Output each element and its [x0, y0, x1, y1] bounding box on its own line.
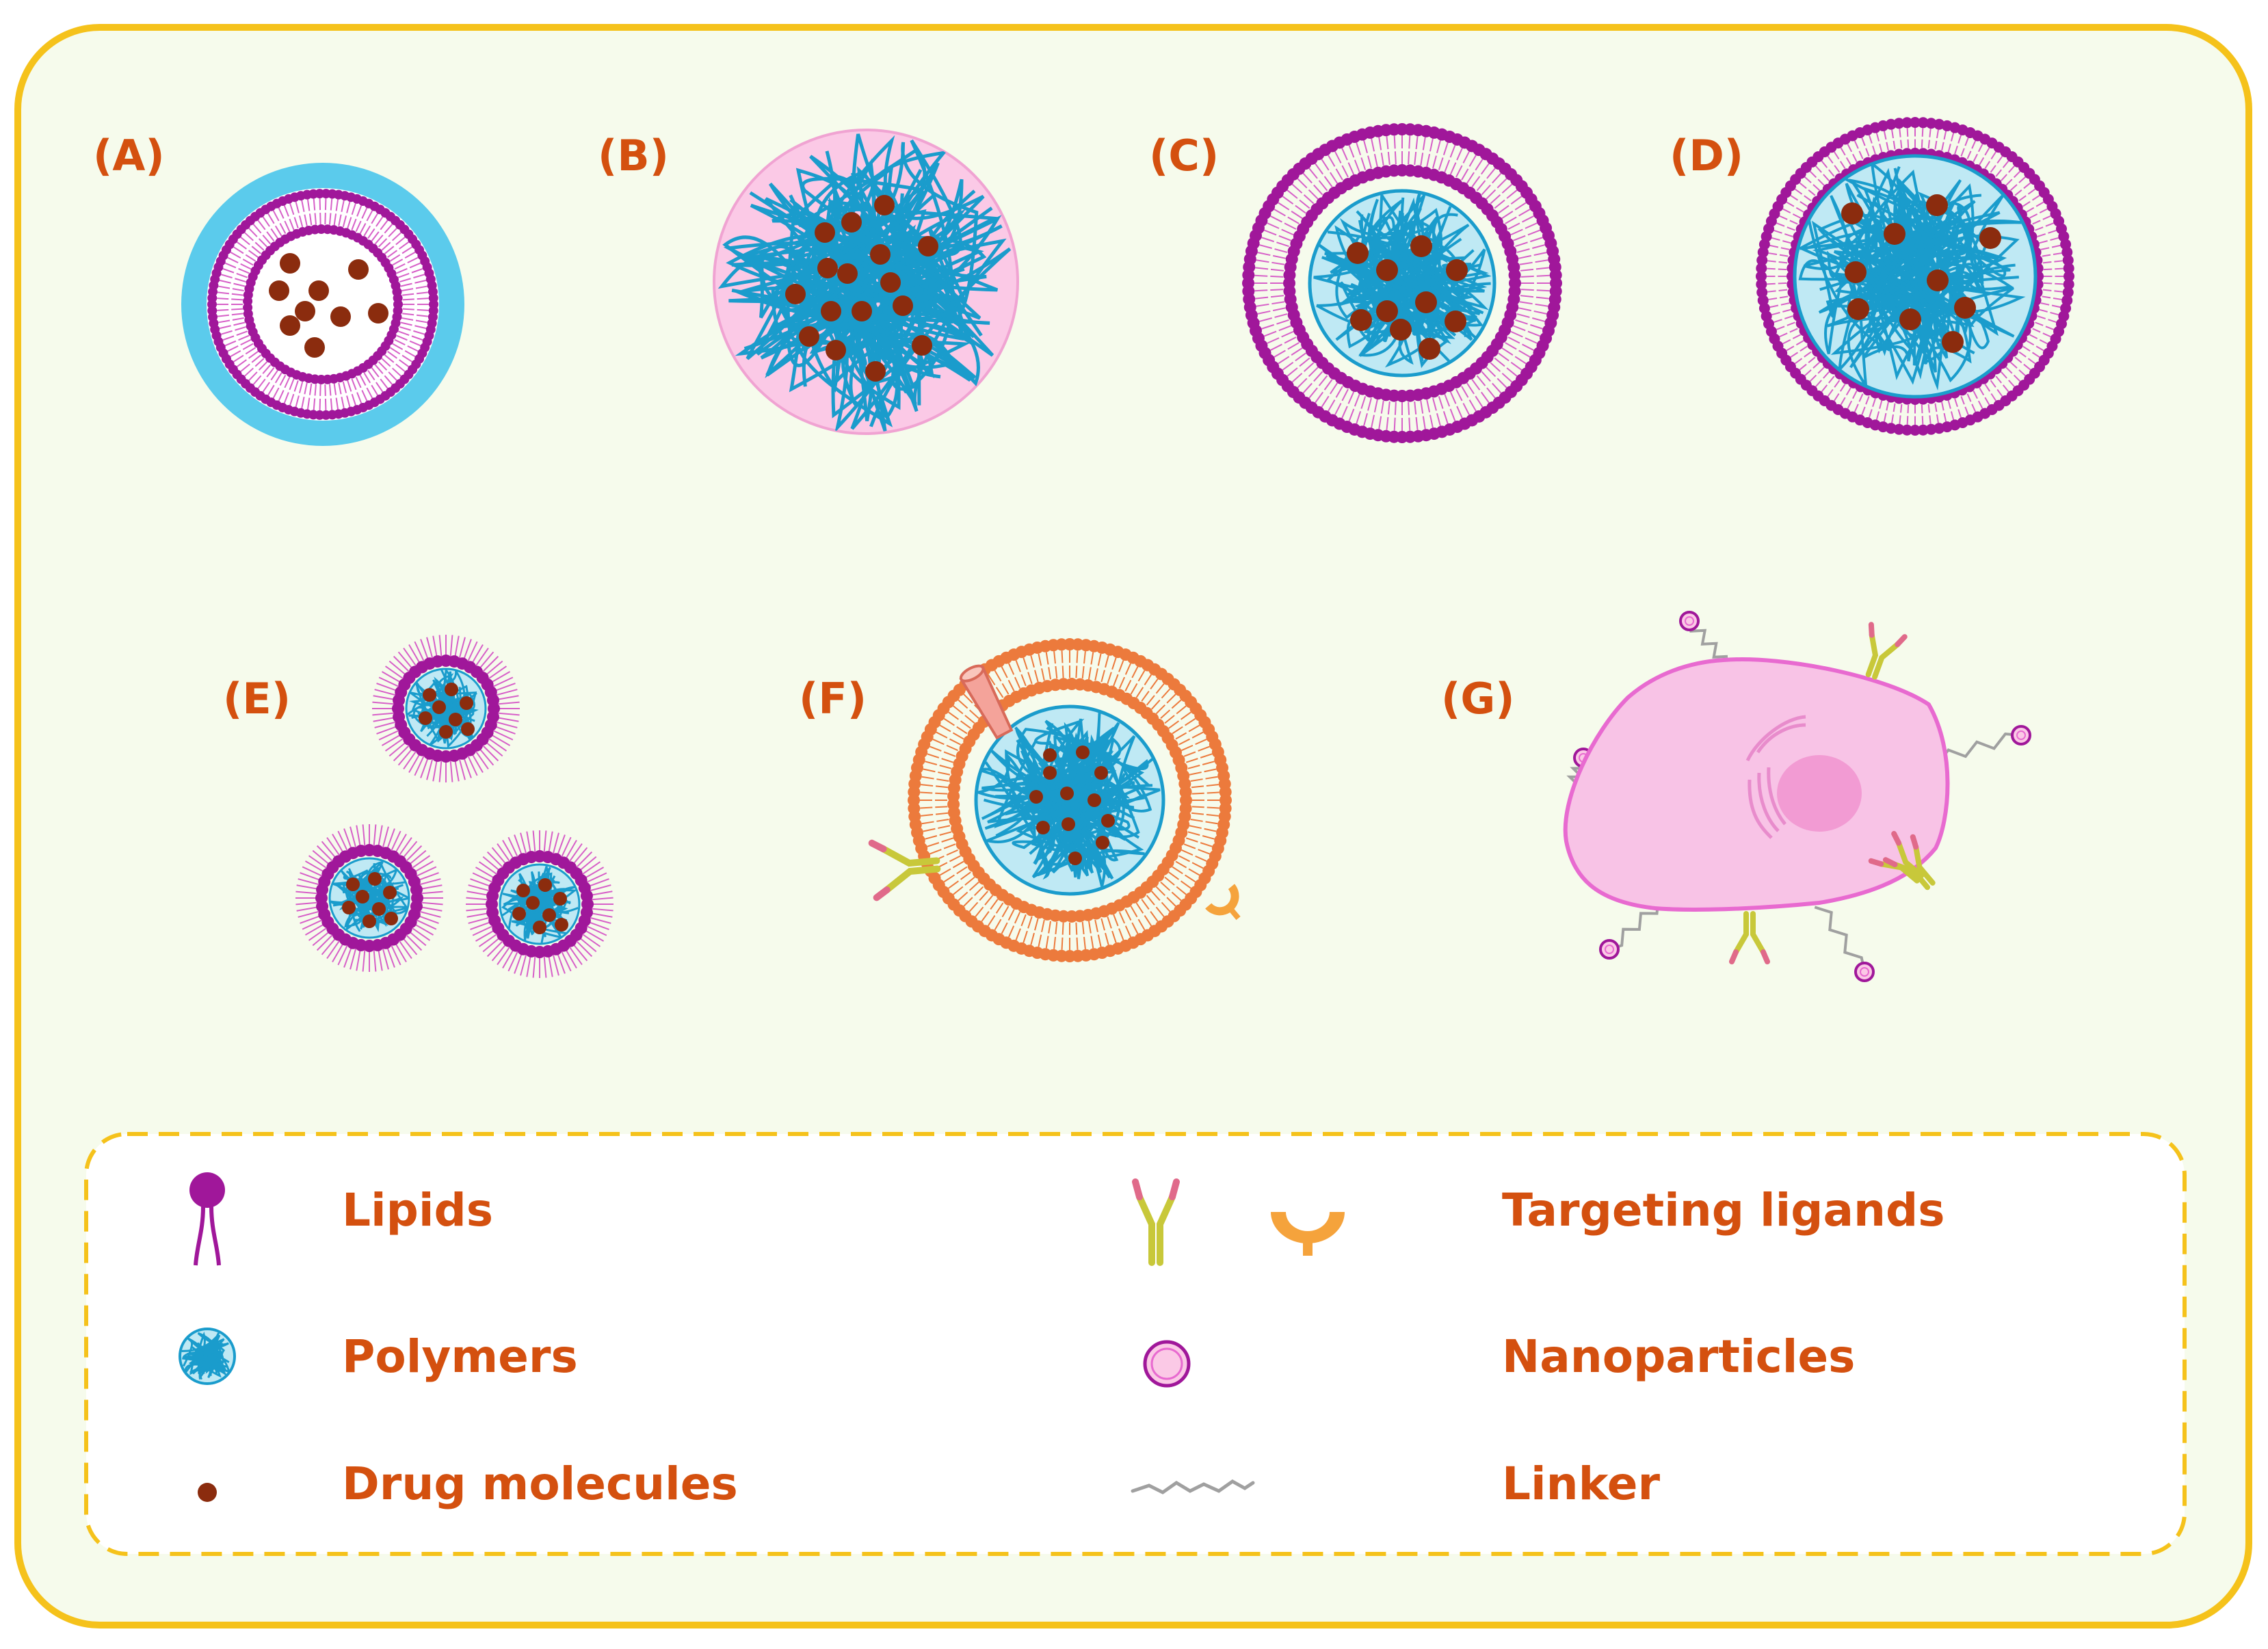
antibody-icon: [1865, 622, 1908, 680]
panel-label-e: (E): [223, 674, 291, 724]
panel-label-f: (F): [799, 674, 867, 724]
nanoparticle-icon: [1599, 939, 1620, 960]
antibody-icon: [868, 839, 941, 901]
antibody-icon: [1882, 834, 1936, 891]
panel-label-c: (C): [1149, 131, 1219, 181]
nanoparticle-icon: [2011, 725, 2031, 746]
panel-label-a: (A): [93, 131, 165, 181]
particle-d-lipid-polymer-hybrid: [1756, 117, 2074, 436]
legend-label-polymers: Polymers: [342, 1330, 578, 1383]
endoplasmic-reticulum: [1745, 715, 1806, 839]
legend-label-targeting-ligands: Targeting ligands: [1502, 1184, 1945, 1237]
legend-label-drug-molecules: Drug molecules: [342, 1457, 738, 1510]
legend-label-nanoparticles: Nanoparticles: [1502, 1330, 1855, 1383]
particle-e-micelles: [295, 635, 614, 978]
legend-box: [84, 1132, 2187, 1556]
nanoparticle-icon: [1143, 1340, 1191, 1388]
nanoparticle-icon: [1679, 611, 1700, 631]
panel-label-d: (D): [1670, 131, 1743, 181]
legend-label-lipids: Lipids: [342, 1184, 493, 1237]
ligand-cup-icon: [1271, 1212, 1345, 1256]
ligand-cup-icon: [1205, 884, 1241, 921]
legend-label-linker: Linker: [1502, 1457, 1661, 1510]
particle-g-cell-conjugate: [1563, 611, 2031, 982]
polymer-icon: [179, 1328, 236, 1385]
particle-f-targeted-hybrid: [868, 638, 1241, 962]
particle-c-lipid-polymer-hybrid: [1242, 123, 1562, 443]
particle-b-polymeric: [713, 129, 1019, 435]
cell-nucleus: [1777, 755, 1862, 832]
lipid-icon: [189, 1172, 225, 1266]
antibody-icon: [1132, 1178, 1180, 1266]
particle-a-coated-liposome: [181, 163, 464, 446]
channel-protein-icon: [959, 664, 1014, 740]
linker-icon: [1131, 1479, 1255, 1494]
cell-body: [1563, 657, 1950, 912]
panel-label-b: (B): [598, 131, 669, 181]
antibody-icon: [1729, 911, 1770, 964]
drug-molecule-icon: [198, 1483, 217, 1502]
panel-label-g: (G): [1441, 674, 1515, 724]
nanoparticle-icon: [1854, 962, 1875, 982]
